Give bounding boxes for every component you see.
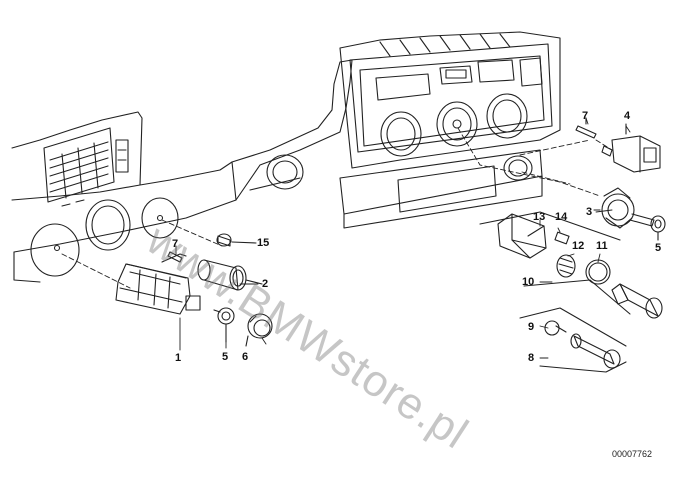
part-13-socket: [497, 213, 547, 259]
callout-8: 8: [528, 352, 535, 364]
part-9-knob: [544, 320, 567, 336]
callout-12: 12: [572, 240, 585, 252]
center-trim: [231, 59, 353, 201]
reference-number: 00007762: [612, 449, 653, 459]
part-8-cigar-lighter: [519, 307, 627, 373]
left-dash-panel: [11, 111, 237, 283]
part-7-pin-left: [167, 251, 183, 263]
part-3-rotary-switch: [593, 187, 655, 229]
center-console-bezel: [339, 31, 561, 169]
callout-leaders: [175, 117, 659, 359]
part-14-bulb: [554, 231, 570, 245]
callout-7-right: 7: [582, 110, 589, 122]
callout-5-left: 5: [222, 351, 229, 363]
part-12-spring: [556, 254, 576, 278]
callout-10: 10: [522, 276, 535, 288]
callout-9: 9: [528, 321, 535, 333]
part-10-lighter-element: [611, 283, 663, 319]
part-11-ring: [585, 259, 611, 285]
part-1-switch-unit: [115, 253, 201, 315]
part-4-switch: [601, 123, 661, 173]
callout-15: 15: [257, 237, 270, 249]
callout-2: 2: [262, 278, 269, 290]
part-6-cap: [245, 313, 273, 347]
part-5-knob-left: [213, 307, 235, 343]
part-2-lighter-housing: [197, 259, 263, 291]
console-tray: [339, 149, 543, 229]
callout-1: 1: [175, 352, 182, 364]
callout-13: 13: [533, 211, 546, 223]
callout-11: 11: [596, 240, 608, 252]
part-15-knob: [216, 233, 257, 247]
callout-4: 4: [624, 110, 631, 122]
callout-6: 6: [242, 351, 249, 363]
callout-3: 3: [586, 206, 593, 218]
callout-5-right: 5: [655, 242, 662, 254]
callout-7-left: 7: [172, 238, 179, 250]
group-10-bracket: [479, 211, 631, 315]
callout-14: 14: [555, 211, 568, 223]
